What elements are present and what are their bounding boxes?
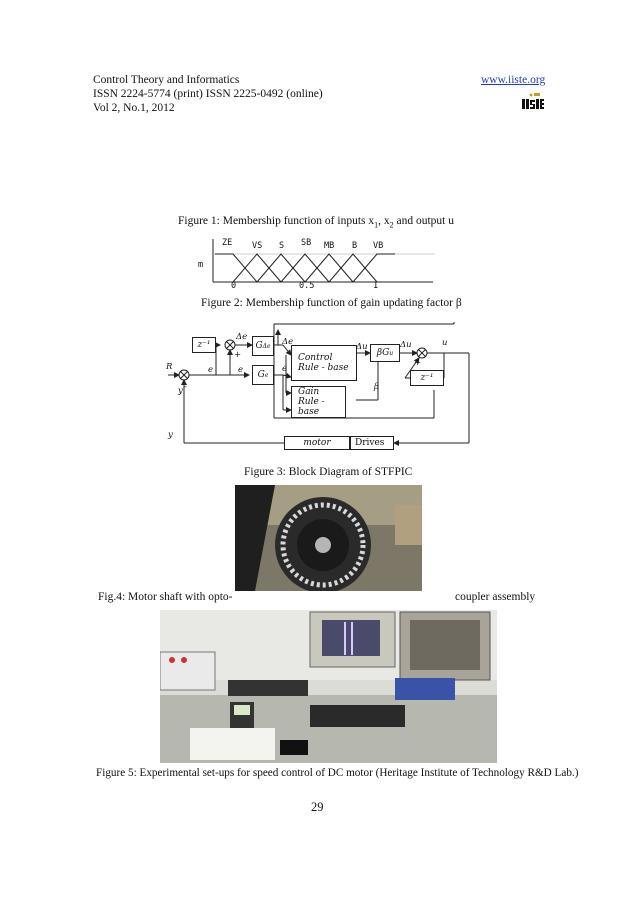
motor-shaft-photo xyxy=(235,485,422,591)
z-inverse-right-label: z⁻¹ xyxy=(420,373,434,383)
page-number: 29 xyxy=(311,800,324,814)
g-e-sub: e xyxy=(264,371,269,379)
figure1-caption-mid: , x xyxy=(378,215,390,227)
rule-base-2-label: Rule - base xyxy=(298,397,325,417)
u-label: u xyxy=(442,338,448,348)
mf-label-vs: VS xyxy=(252,241,263,251)
figure1-caption-suffix: and output u xyxy=(393,215,455,227)
figure1-caption: Figure 1: Membership function of inputs … xyxy=(178,215,454,229)
figure3-caption: Figure 3: Block Diagram of STFPIC xyxy=(244,466,413,478)
block-drives: Drives xyxy=(350,436,394,450)
beta-label: β xyxy=(374,382,379,392)
de-n-label: Δe xyxy=(282,337,294,347)
plus-sign-1: + xyxy=(234,350,242,360)
beta-gu-label: βG xyxy=(376,348,390,358)
volume-line: Vol 2, No.1, 2012 xyxy=(93,102,175,114)
block-gain-rule-base: Gain Rule - base xyxy=(291,386,346,418)
issn-line: ISSN 2224-5774 (print) ISSN 2225-0492 (o… xyxy=(93,88,323,100)
block-motor: motor xyxy=(284,436,350,450)
mf-label-s: S xyxy=(279,241,285,251)
rule-base-1-label: Rule - base xyxy=(298,363,349,373)
mf-label-b: B xyxy=(352,241,358,251)
g-de-label: G xyxy=(255,341,263,351)
figure5-caption: Figure 5: Experimental set-ups for speed… xyxy=(96,767,579,779)
block-z-inverse-right: z⁻¹ xyxy=(410,370,444,386)
z-inverse-left-label: z⁻¹ xyxy=(197,340,211,350)
mf-label-sb: SB xyxy=(301,238,312,248)
g-de-sub: Δe xyxy=(262,342,271,350)
r-label: R xyxy=(166,362,173,372)
journal-title: Control Theory and Informatics xyxy=(93,74,240,86)
mf-tick-0: 0 xyxy=(231,281,237,291)
motor-label: motor xyxy=(303,438,331,448)
iiste-logo xyxy=(522,92,544,110)
mf-tick-1: 1 xyxy=(373,281,379,291)
mf-axis-m-label: m xyxy=(198,260,204,270)
gain-label: Gain xyxy=(298,387,320,397)
mf-tick-0-5: 0.5 xyxy=(299,281,315,291)
control-label: Control xyxy=(298,353,333,363)
figure1-sub1: 1 xyxy=(374,220,379,230)
experimental-setup-photo xyxy=(160,610,497,763)
figure4-caption-left: Fig.4: Motor shaft with opto- xyxy=(98,591,233,603)
beta-gu-sub: u xyxy=(389,349,394,357)
journal-url-link[interactable]: www.iiste.org xyxy=(481,74,546,86)
de-label: Δe xyxy=(236,332,248,342)
e-n-label: e xyxy=(282,364,288,374)
y-label-2: y xyxy=(168,430,173,440)
mf-label-vb: VB xyxy=(373,241,384,251)
g-e-label: G xyxy=(257,370,265,380)
block-control-rule-base: Control Rule - base xyxy=(291,345,357,381)
block-z-inverse-left: z⁻¹ xyxy=(192,337,216,353)
figure1-sub2: 2 xyxy=(389,220,394,230)
du-n-label: Δu xyxy=(356,342,368,352)
figure1-caption-prefix: Figure 1: Membership function of inputs … xyxy=(178,215,375,227)
drives-label: Drives xyxy=(355,438,385,448)
y-label-1: y xyxy=(178,386,183,396)
e-label-1: e xyxy=(208,365,214,375)
e-label-2: e xyxy=(238,365,244,375)
figure2-caption: Figure 2: Membership function of gain up… xyxy=(201,297,462,309)
mf-label-ze: ZE xyxy=(222,238,233,248)
plus-sign-2: + xyxy=(414,358,422,368)
minus-sign-1: - xyxy=(184,382,187,392)
mf-label-mb: MB xyxy=(324,241,335,251)
membership-function-plot: ZE VS S SB MB B VB m 0 0.5 1 xyxy=(195,236,435,294)
figure4-caption-right: coupler assembly xyxy=(455,591,536,603)
du-label: Δu xyxy=(400,340,412,350)
